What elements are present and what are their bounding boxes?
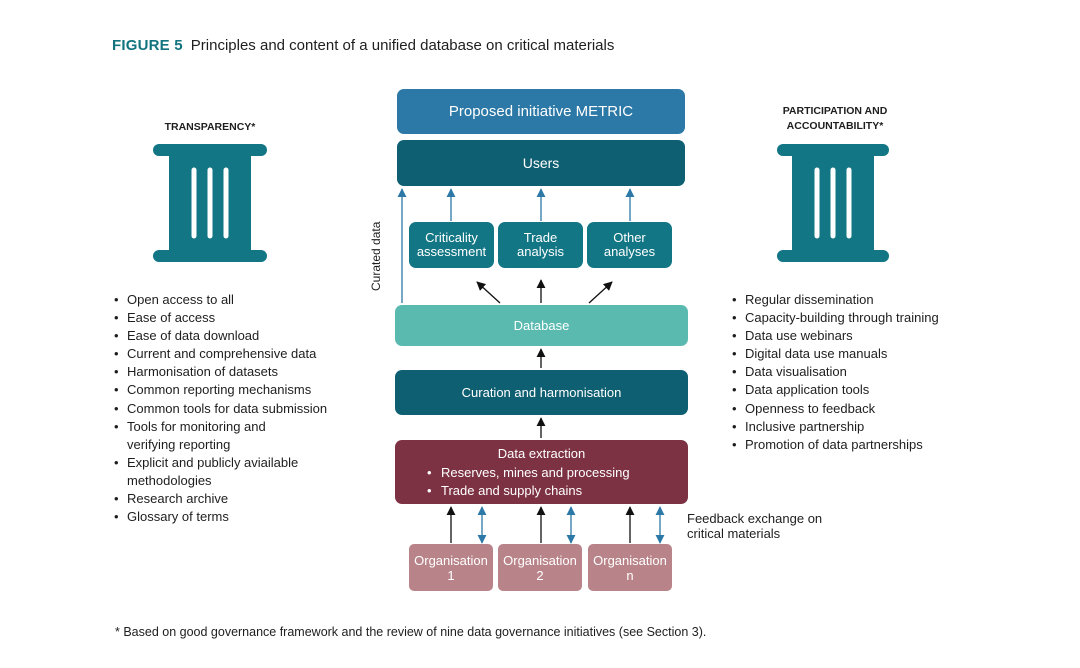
analysis-line2: assessment	[416, 244, 487, 259]
org-line2: 1	[447, 567, 455, 583]
list-item: Common reporting mechanisms	[113, 381, 363, 399]
list-item: Data visualisation	[731, 363, 1021, 381]
list-item: Capacity-building through training	[731, 309, 1021, 327]
data-extraction-list: Reserves, mines and processing Trade and…	[395, 464, 688, 500]
analysis-line1: Trade	[523, 230, 558, 245]
list-item: Data application tools	[731, 381, 1021, 399]
feedback-line1: Feedback exchange on	[687, 511, 823, 526]
list-item: Digital data use manuals	[731, 345, 1021, 363]
list-item: Common tools for data submission	[113, 400, 363, 418]
participation-heading-line1: PARTICIPATION AND	[782, 105, 888, 117]
pillar-icon	[777, 144, 889, 262]
transparency-list: Open access to allEase of accessEase of …	[113, 291, 363, 526]
list-item: Open access to all	[113, 291, 363, 309]
participation-list: Regular disseminationCapacity-building t…	[731, 291, 1021, 454]
list-item: Inclusive partnership	[731, 418, 1021, 436]
analysis-line1: Other	[613, 230, 646, 245]
org-line1: Organisation	[414, 552, 488, 568]
org-line1: Organisation	[503, 552, 577, 568]
list-item: Regular dissemination	[731, 291, 1021, 309]
list-item: Current and comprehensive data	[113, 345, 363, 363]
data-extraction-title: Data extraction	[497, 446, 586, 461]
org-line1: Organisation	[593, 552, 667, 568]
list-item: Ease of data download	[113, 327, 363, 345]
transparency-heading: TRANSPARENCY*	[164, 121, 256, 133]
participation-heading: PARTICIPATION AND ACCOUNTABILITY*	[760, 104, 910, 134]
footnote: * Based on good governance framework and…	[115, 625, 707, 639]
database-arrow	[588, 281, 613, 304]
list-item: Harmonisation of datasets	[113, 363, 363, 381]
feedback-line2: critical materials	[687, 526, 781, 541]
org-line2: 2	[536, 567, 544, 583]
curated-data-label: Curated data	[369, 221, 383, 291]
org-line2: n	[626, 567, 634, 583]
figure-number: FIGURE 5	[112, 37, 183, 54]
analysis-line2: analyses	[603, 244, 656, 259]
database-arrow	[476, 281, 501, 304]
list-item: Openness to feedback	[731, 400, 1021, 418]
database-box: Database	[395, 305, 688, 346]
list-item: Reserves, mines and processing	[427, 464, 688, 482]
pillar-icon	[153, 144, 267, 262]
curation-box: Curation and harmonisation	[395, 370, 688, 415]
figure-title: FIGURE 5 Principles and content of a unif…	[112, 37, 614, 54]
list-item: Research archive	[113, 490, 363, 508]
list-item: Promotion of data partnerships	[731, 436, 1021, 454]
users-box: Users	[397, 140, 685, 186]
list-item: Data use webinars	[731, 327, 1021, 345]
figure-caption: Principles and content of a unified data…	[190, 37, 615, 54]
analysis-line1: Criticality	[425, 230, 478, 245]
participation-heading-line2: ACCOUNTABILITY*	[786, 120, 884, 132]
list-item: Glossary of terms	[113, 508, 363, 526]
data-extraction-box: Data extraction Reserves, mines and proc…	[395, 440, 688, 504]
proposed-initiative-box: Proposed initiative METRIC	[397, 89, 685, 134]
list-item: Ease of access	[113, 309, 363, 327]
feedback-label: Feedback exchange on critical materials	[687, 511, 822, 541]
analysis-line2: analysis	[517, 244, 564, 259]
list-item: Explicit and publicly aviailablemethodol…	[113, 454, 363, 490]
list-item: Trade and supply chains	[427, 482, 688, 500]
